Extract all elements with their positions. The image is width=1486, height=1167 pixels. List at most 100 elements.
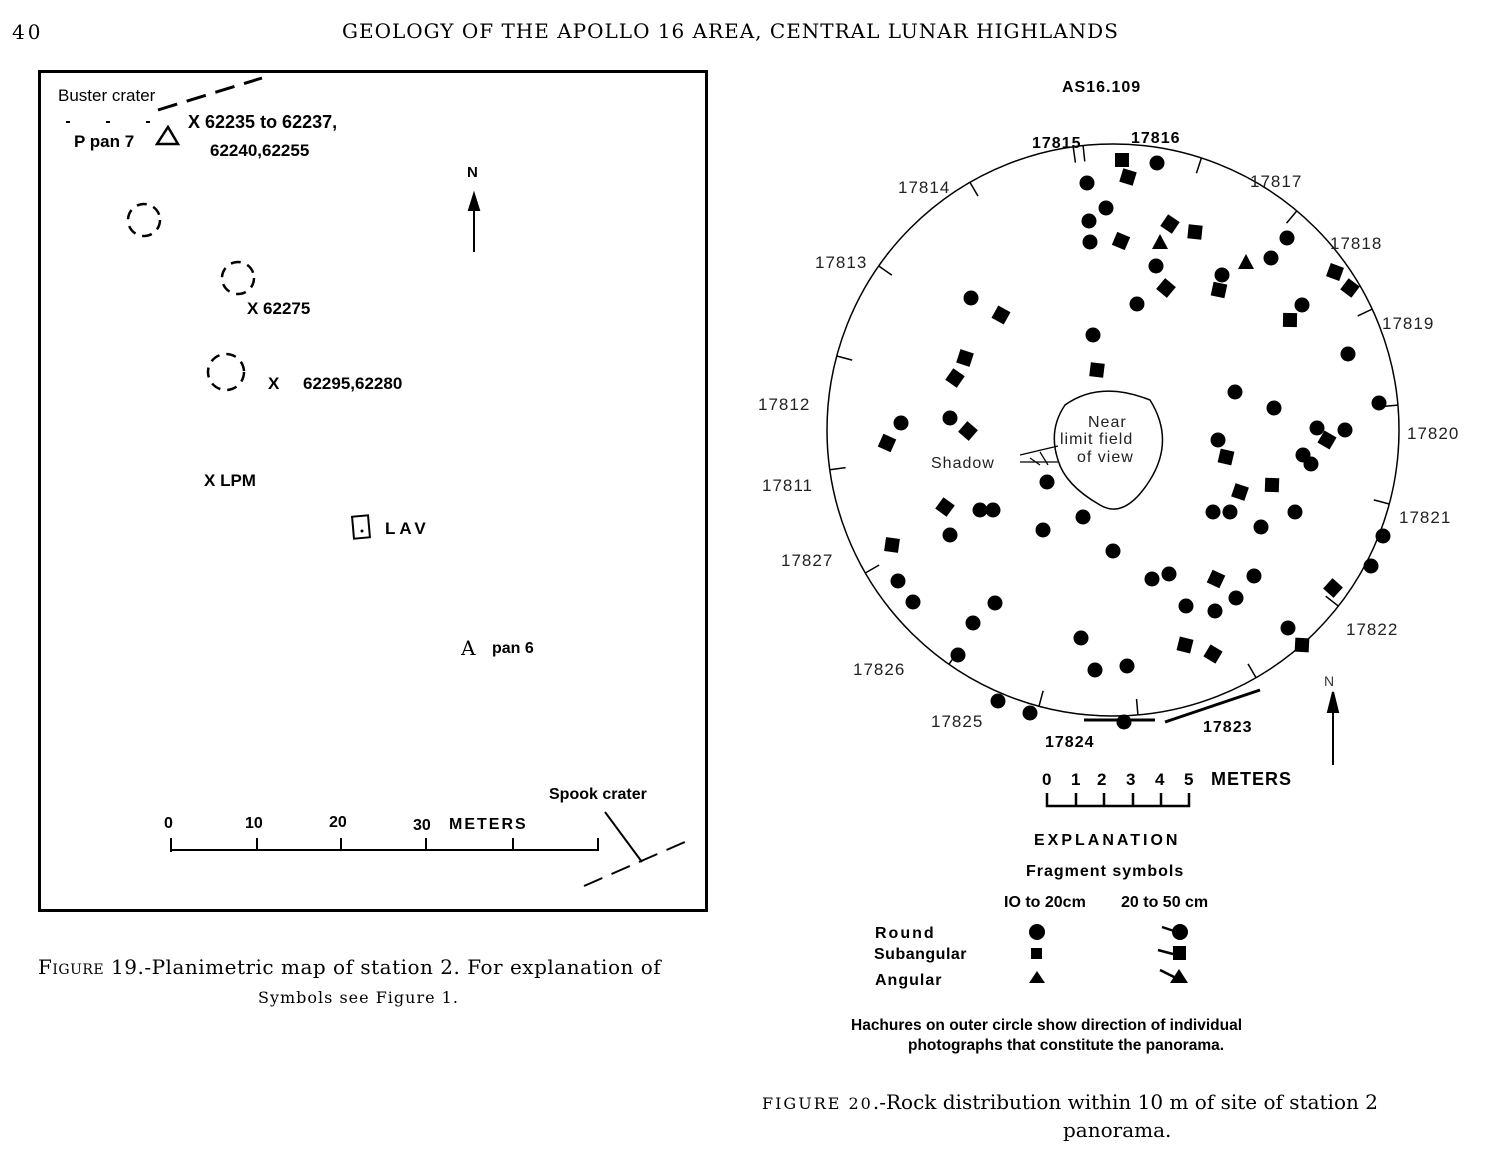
sample-ids-2: 62240,62255 (210, 141, 310, 160)
round-rock (1263, 250, 1279, 266)
hachure-tick (1082, 145, 1086, 162)
figure20-caption-2: panorama. (1063, 1118, 1172, 1142)
frame-label: 17816 (1131, 130, 1181, 147)
round-rock (987, 595, 1003, 611)
photo-id: AS16.109 (1062, 79, 1142, 96)
legend-row-angular: Angular (875, 972, 943, 989)
round-rock (1222, 504, 1238, 520)
frame-label: 17824 (1045, 734, 1095, 751)
round-rock (1340, 346, 1356, 362)
round-rock (1082, 234, 1098, 250)
round-rock (1375, 528, 1391, 544)
frame-label: 17817 (1250, 172, 1303, 191)
scale-tick-label: 0 (164, 815, 173, 832)
round-rock (965, 615, 981, 631)
round-rock (1207, 603, 1223, 619)
round-rock (1085, 327, 1101, 343)
legend-row-subangular: Subangular (874, 946, 968, 963)
lav-icon (350, 514, 372, 540)
scale-tick-label: 2 (1097, 770, 1107, 789)
round-rock (1039, 474, 1055, 490)
caption-label: Figure 19 (38, 955, 138, 979)
frame-label: 17812 (758, 395, 811, 414)
round-rock (1337, 422, 1353, 438)
near-field-label: Near (1088, 414, 1127, 431)
frame-label: 17819 (1382, 314, 1435, 333)
subangular-rock (1231, 483, 1249, 501)
round-rock (1210, 432, 1226, 448)
round-rock (1073, 630, 1089, 646)
pan7-triangle-icon (154, 124, 181, 146)
subangular-rock (1115, 153, 1129, 167)
round-rock (1144, 571, 1160, 587)
spook-crater-label: Spook crater (549, 786, 647, 803)
angular-small-icon (1029, 971, 1045, 983)
north-arrow-icon-20 (1326, 691, 1340, 765)
sample-ids-1: 62235 to 62237, (205, 112, 338, 132)
caption-text: .-Planimetric map of station 2. For expl… (137, 955, 662, 979)
figure19-caption: Figure 19.-Planimetric map of station 2.… (38, 955, 661, 979)
round-rock (1148, 258, 1164, 274)
caption-text: .-Rock distribution within 10 m of site … (872, 1090, 1378, 1114)
lpm-label: X LPM (204, 471, 256, 490)
spook-crater-rim (583, 837, 695, 887)
scale-bar-20 (1045, 793, 1191, 808)
round-rock (1022, 705, 1038, 721)
round-rock (1228, 590, 1244, 606)
north-arrow-icon (467, 190, 481, 252)
hachure-tick (1285, 210, 1298, 224)
frame-label: 17826 (853, 660, 906, 679)
pan6-marker: A (461, 636, 476, 660)
crater-circle-1 (126, 202, 162, 238)
caption-label: FIGURE 20 (762, 1094, 873, 1113)
subangular-rock (877, 433, 897, 453)
page-number: 40 (12, 20, 44, 44)
hachure-tick (829, 466, 846, 471)
round-rock (985, 502, 1001, 518)
scale-tick-label: 1 (1071, 770, 1081, 789)
subangular-rock (1160, 214, 1180, 234)
frame-label: 17811 (762, 476, 814, 495)
round-rock (1280, 620, 1296, 636)
explanation-note-2: photographs that constitute the panorama… (908, 1037, 1225, 1054)
subangular-rock (1203, 644, 1223, 664)
frame-label: 17820 (1407, 424, 1460, 443)
hachure-tick (1072, 146, 1077, 163)
round-rock (963, 290, 979, 306)
subangular-rock (958, 421, 978, 441)
north-label-20: N (1324, 673, 1335, 689)
scale-bar-19 (170, 838, 599, 852)
legend-col-small: IO to 20cm (1004, 894, 1086, 911)
subangular-rock (1323, 578, 1343, 598)
round-rock (1149, 155, 1165, 171)
round-rock (1371, 395, 1387, 411)
round-rock (1253, 519, 1269, 535)
hachure-tick (948, 650, 959, 665)
angular-rock (1238, 254, 1254, 269)
subangular-rock (1119, 168, 1137, 186)
frame-label: 17815 (1032, 135, 1082, 152)
subangular-rock (1111, 231, 1131, 251)
subangular-rock (1187, 224, 1203, 240)
round-rock (1303, 456, 1319, 472)
subangular-rock (945, 368, 965, 388)
round-rock (972, 502, 988, 518)
round-rock (1178, 598, 1194, 614)
round-rock (1363, 558, 1379, 574)
round-rock (890, 573, 906, 589)
round-rock (905, 594, 921, 610)
subangular-rock (1317, 430, 1337, 450)
round-rock (1246, 568, 1262, 584)
hachure-tick (1247, 663, 1257, 679)
sample-62295: 62295,62280 (303, 374, 403, 393)
near-field-label: limit field (1060, 431, 1134, 448)
spook-pointer (604, 811, 643, 863)
subangular-rock (1340, 278, 1360, 298)
outer-circle (826, 143, 1400, 717)
lpm-text: LPM (220, 471, 256, 490)
round-rock (1081, 213, 1097, 229)
frame-label: 17818 (1330, 234, 1383, 253)
shadow-hatch (1019, 445, 1059, 466)
